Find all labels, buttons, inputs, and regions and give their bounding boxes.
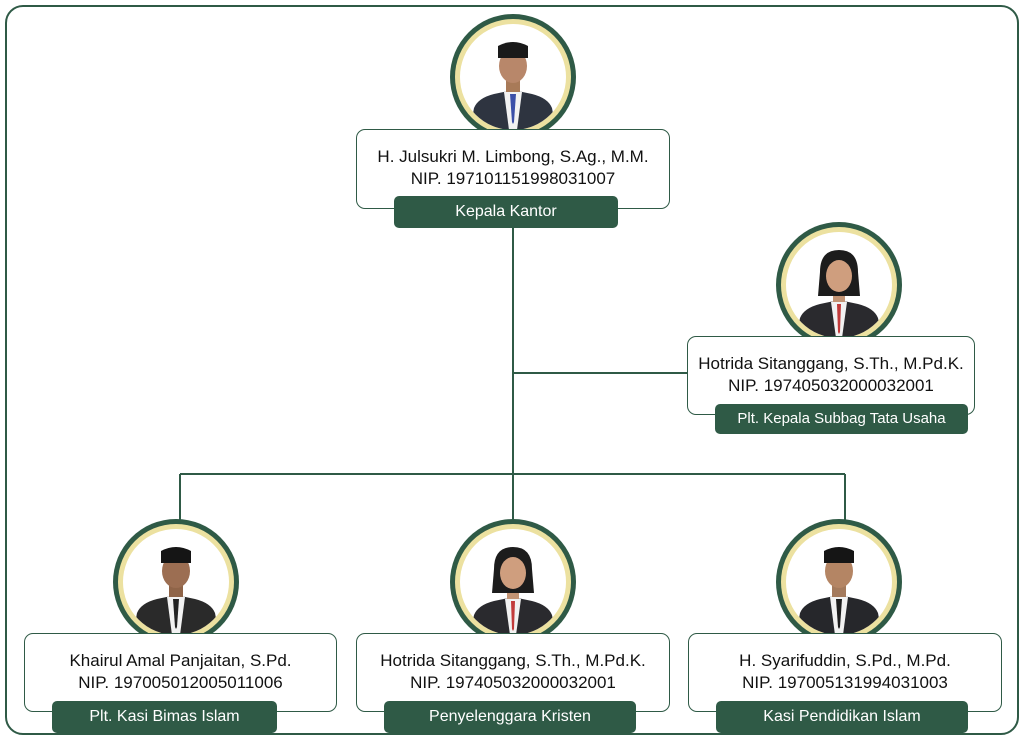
person-nip: NIP. 197405032000032001	[728, 376, 934, 395]
node-card-head: H. Julsukri M. Limbong, S.Ag., M.M. NIP.…	[356, 129, 670, 209]
man-peci-portrait-icon	[133, 547, 219, 635]
person-name: H. Julsukri M. Limbong, S.Ag., M.M.	[377, 147, 649, 166]
role-badge-kristen: Penyelenggara Kristen	[384, 701, 636, 733]
man-peci-portrait-icon	[470, 42, 556, 130]
role-badge-bimas: Plt. Kasi Bimas Islam	[52, 701, 277, 733]
man-peci-portrait-icon	[796, 547, 882, 635]
avatar-head	[450, 14, 576, 140]
person-nip: NIP. 197101151998031007	[410, 169, 616, 188]
woman-portrait-icon	[470, 547, 556, 635]
person-name: Hotrida Sitanggang, S.Th., M.Pd.K.	[380, 651, 646, 670]
avatar-kristen	[450, 519, 576, 645]
person-name: H. Syarifuddin, S.Pd., M.Pd.	[739, 651, 951, 670]
avatar-bimas	[113, 519, 239, 645]
node-card-kristen: Hotrida Sitanggang, S.Th., M.Pd.K. NIP. …	[356, 633, 670, 712]
person-name: Hotrida Sitanggang, S.Th., M.Pd.K.	[698, 354, 964, 373]
person-nip: NIP. 197005131994031003	[742, 673, 948, 692]
node-card-bimas: Khairul Amal Panjaitan, S.Pd. NIP. 19700…	[24, 633, 337, 712]
node-card-pendidikan: H. Syarifuddin, S.Pd., M.Pd. NIP. 197005…	[688, 633, 1002, 712]
avatar-admin	[776, 222, 902, 348]
person-name: Khairul Amal Panjaitan, S.Pd.	[69, 651, 292, 670]
woman-portrait-icon	[796, 250, 882, 338]
person-nip: NIP. 197005012005011006	[78, 673, 283, 692]
role-badge-head: Kepala Kantor	[394, 196, 618, 228]
person-nip: NIP. 197405032000032001	[410, 673, 616, 692]
role-badge-admin: Plt. Kepala Subbag Tata Usaha	[715, 404, 968, 434]
role-badge-pendidikan: Kasi Pendidikan Islam	[716, 701, 968, 733]
node-card-admin: Hotrida Sitanggang, S.Th., M.Pd.K. NIP. …	[687, 336, 975, 415]
avatar-pendidikan	[776, 519, 902, 645]
